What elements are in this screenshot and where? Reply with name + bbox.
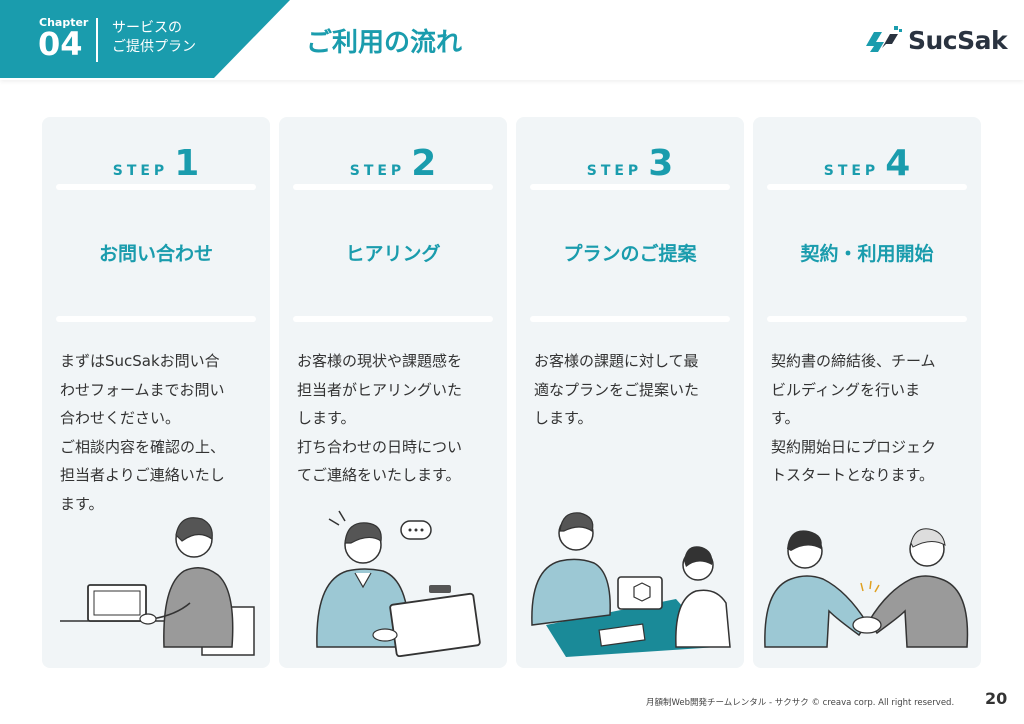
step-heading: STEP 4 (753, 143, 981, 184)
step-card-1: STEP 1 お問い合わせ まずはSucSakお問い合 わせフォームまでお問い 合… (42, 117, 270, 668)
step-number: 1 (174, 143, 200, 184)
step-heading: STEP 3 (516, 143, 744, 184)
chapter-band: Chapter 04 サービスの ご提供プラン (0, 0, 290, 78)
step-description: 契約書の締結後、チーム ビルディングを行いま す。 契約開始日にプロジェク トス… (771, 352, 937, 484)
step-description: お客様の課題に対して最 適なプランをご提案いた します。 (534, 352, 700, 427)
logo-text: SucSak (908, 25, 1008, 55)
step-title: 契約・利用開始 (800, 243, 934, 265)
step-number: 3 (648, 143, 674, 184)
step-number: 4 (885, 143, 911, 184)
chapter-separator (96, 18, 98, 62)
step-title: プランのご提案 (563, 243, 697, 265)
chapter-title: サービスの ご提供プラン (112, 20, 196, 55)
divider-bottom (293, 316, 493, 322)
chapter-number: 04 (38, 25, 83, 63)
meeting-proposal-illustration (531, 512, 731, 657)
divider-bottom (530, 316, 730, 322)
sucsak-logo-icon (866, 26, 902, 52)
divider-top (56, 184, 256, 190)
page-title: ご利用の流れ (306, 28, 463, 58)
step-heading: STEP 2 (279, 143, 507, 184)
step-word: STEP (112, 163, 169, 179)
divider-bottom (767, 316, 967, 322)
header: Chapter 04 サービスの ご提供プラン ご利用の流れ SucSak (0, 0, 1024, 80)
step-word: STEP (349, 163, 406, 179)
chapter-label: Chapter (39, 16, 89, 29)
step-card-2: STEP 2 ヒアリング お客様の現状や課題感を 担当者がヒアリングいた します。… (279, 117, 507, 668)
divider-bottom (56, 316, 256, 322)
handshake-illustration (764, 528, 969, 648)
page-number: 20 (985, 689, 1008, 708)
footer-copyright: 月額制Web開発チームレンタル - サクサク © creava corp. Al… (646, 698, 955, 708)
step-title: ヒアリング (345, 243, 441, 265)
divider-top (293, 184, 493, 190)
step-title: お問い合わせ (98, 243, 213, 265)
step-description: まずはSucSakお問い合 わせフォームまでお問い 合わせください。 ご相談内容… (60, 352, 226, 513)
step-card-4: STEP 4 契約・利用開始 契約書の締結後、チーム ビルディングを行いま す。 … (753, 117, 981, 668)
company-logo: SucSak (860, 20, 1008, 60)
step-word: STEP (823, 163, 880, 179)
person-at-laptop-illustration (60, 517, 255, 656)
divider-top (767, 184, 967, 190)
step-card-3: STEP 3 プランのご提案 お客様の課題に対して最 適なプランをご提案いた しま… (516, 117, 744, 668)
video-call-illustration (316, 510, 481, 657)
divider-top (530, 184, 730, 190)
step-number: 2 (411, 143, 437, 184)
step-heading: STEP 1 (42, 143, 270, 184)
step-description: お客様の現状や課題感を 担当者がヒアリングいた します。 打ち合わせの日時につい… (297, 352, 463, 484)
step-word: STEP (586, 163, 643, 179)
